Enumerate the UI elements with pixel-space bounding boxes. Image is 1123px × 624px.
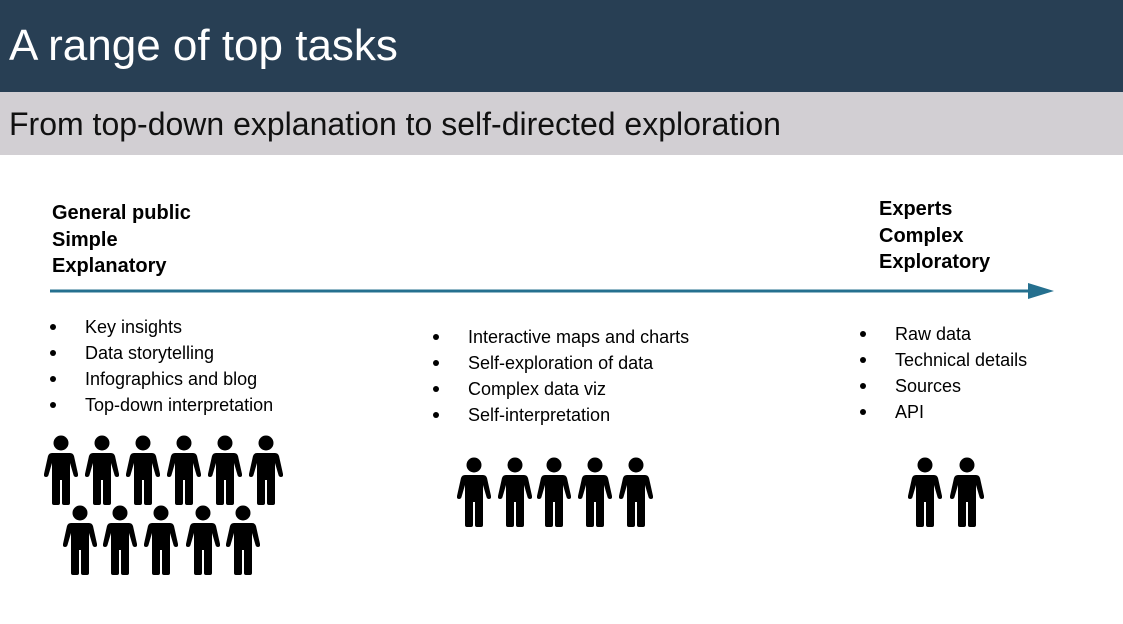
- list-item: Data storytelling: [50, 340, 273, 366]
- list-item: Self-exploration of data: [433, 350, 689, 376]
- person-icon: [102, 505, 138, 575]
- person-icon: [225, 505, 261, 575]
- spectrum-end-line: Experts: [879, 198, 953, 220]
- person-icon: [143, 505, 179, 575]
- person-icon: [185, 505, 221, 575]
- person-icon: [456, 457, 492, 527]
- person-icon: [536, 457, 572, 527]
- bullet-list-general-public: Key insights Data storytelling Infograph…: [50, 314, 273, 418]
- person-icon: [84, 435, 120, 505]
- list-item: Top-down interpretation: [50, 392, 273, 418]
- list-item: Complex data viz: [433, 376, 689, 402]
- person-icon: [43, 435, 79, 505]
- page-subtitle: From top-down explanation to self-direct…: [9, 106, 781, 142]
- spectrum-start-label: General public Simple Explanatory: [52, 200, 191, 280]
- arrow-head: [1028, 283, 1054, 299]
- person-icon: [207, 435, 243, 505]
- person-icon: [125, 435, 161, 505]
- list-item: Technical details: [860, 347, 1027, 373]
- spectrum-end-label: Experts Complex Exploratory: [879, 196, 990, 276]
- page-title: A range of top tasks: [9, 21, 398, 70]
- subtitle-bar: [0, 92, 1123, 155]
- list-item: Self-interpretation: [433, 402, 689, 428]
- person-icon: [949, 457, 985, 527]
- list-item: Key insights: [50, 314, 273, 340]
- spectrum-start-line: Explanatory: [52, 255, 167, 277]
- spectrum-arrow: [50, 283, 1054, 299]
- person-icon: [577, 457, 613, 527]
- person-icon: [497, 457, 533, 527]
- title-bar: [0, 0, 1123, 92]
- spectrum-start-line: General public: [52, 202, 191, 224]
- spectrum-start-line: Simple: [52, 228, 118, 251]
- person-icon: [618, 457, 654, 527]
- list-item: Sources: [860, 373, 1027, 399]
- list-item: Raw data: [860, 321, 1027, 347]
- spectrum-end-line: Exploratory: [879, 251, 991, 273]
- bullet-list-intermediate: Interactive maps and charts Self-explora…: [433, 324, 689, 428]
- spectrum-end-line: Complex: [879, 224, 964, 247]
- person-icon: [907, 457, 943, 527]
- person-icon: [62, 505, 98, 575]
- person-icon: [166, 435, 202, 505]
- list-item: Infographics and blog: [50, 366, 273, 392]
- list-item: Interactive maps and charts: [433, 324, 689, 350]
- person-icon: [248, 435, 284, 505]
- list-item: API: [860, 399, 1027, 425]
- bullet-list-experts: Raw data Technical details Sources API: [860, 321, 1027, 425]
